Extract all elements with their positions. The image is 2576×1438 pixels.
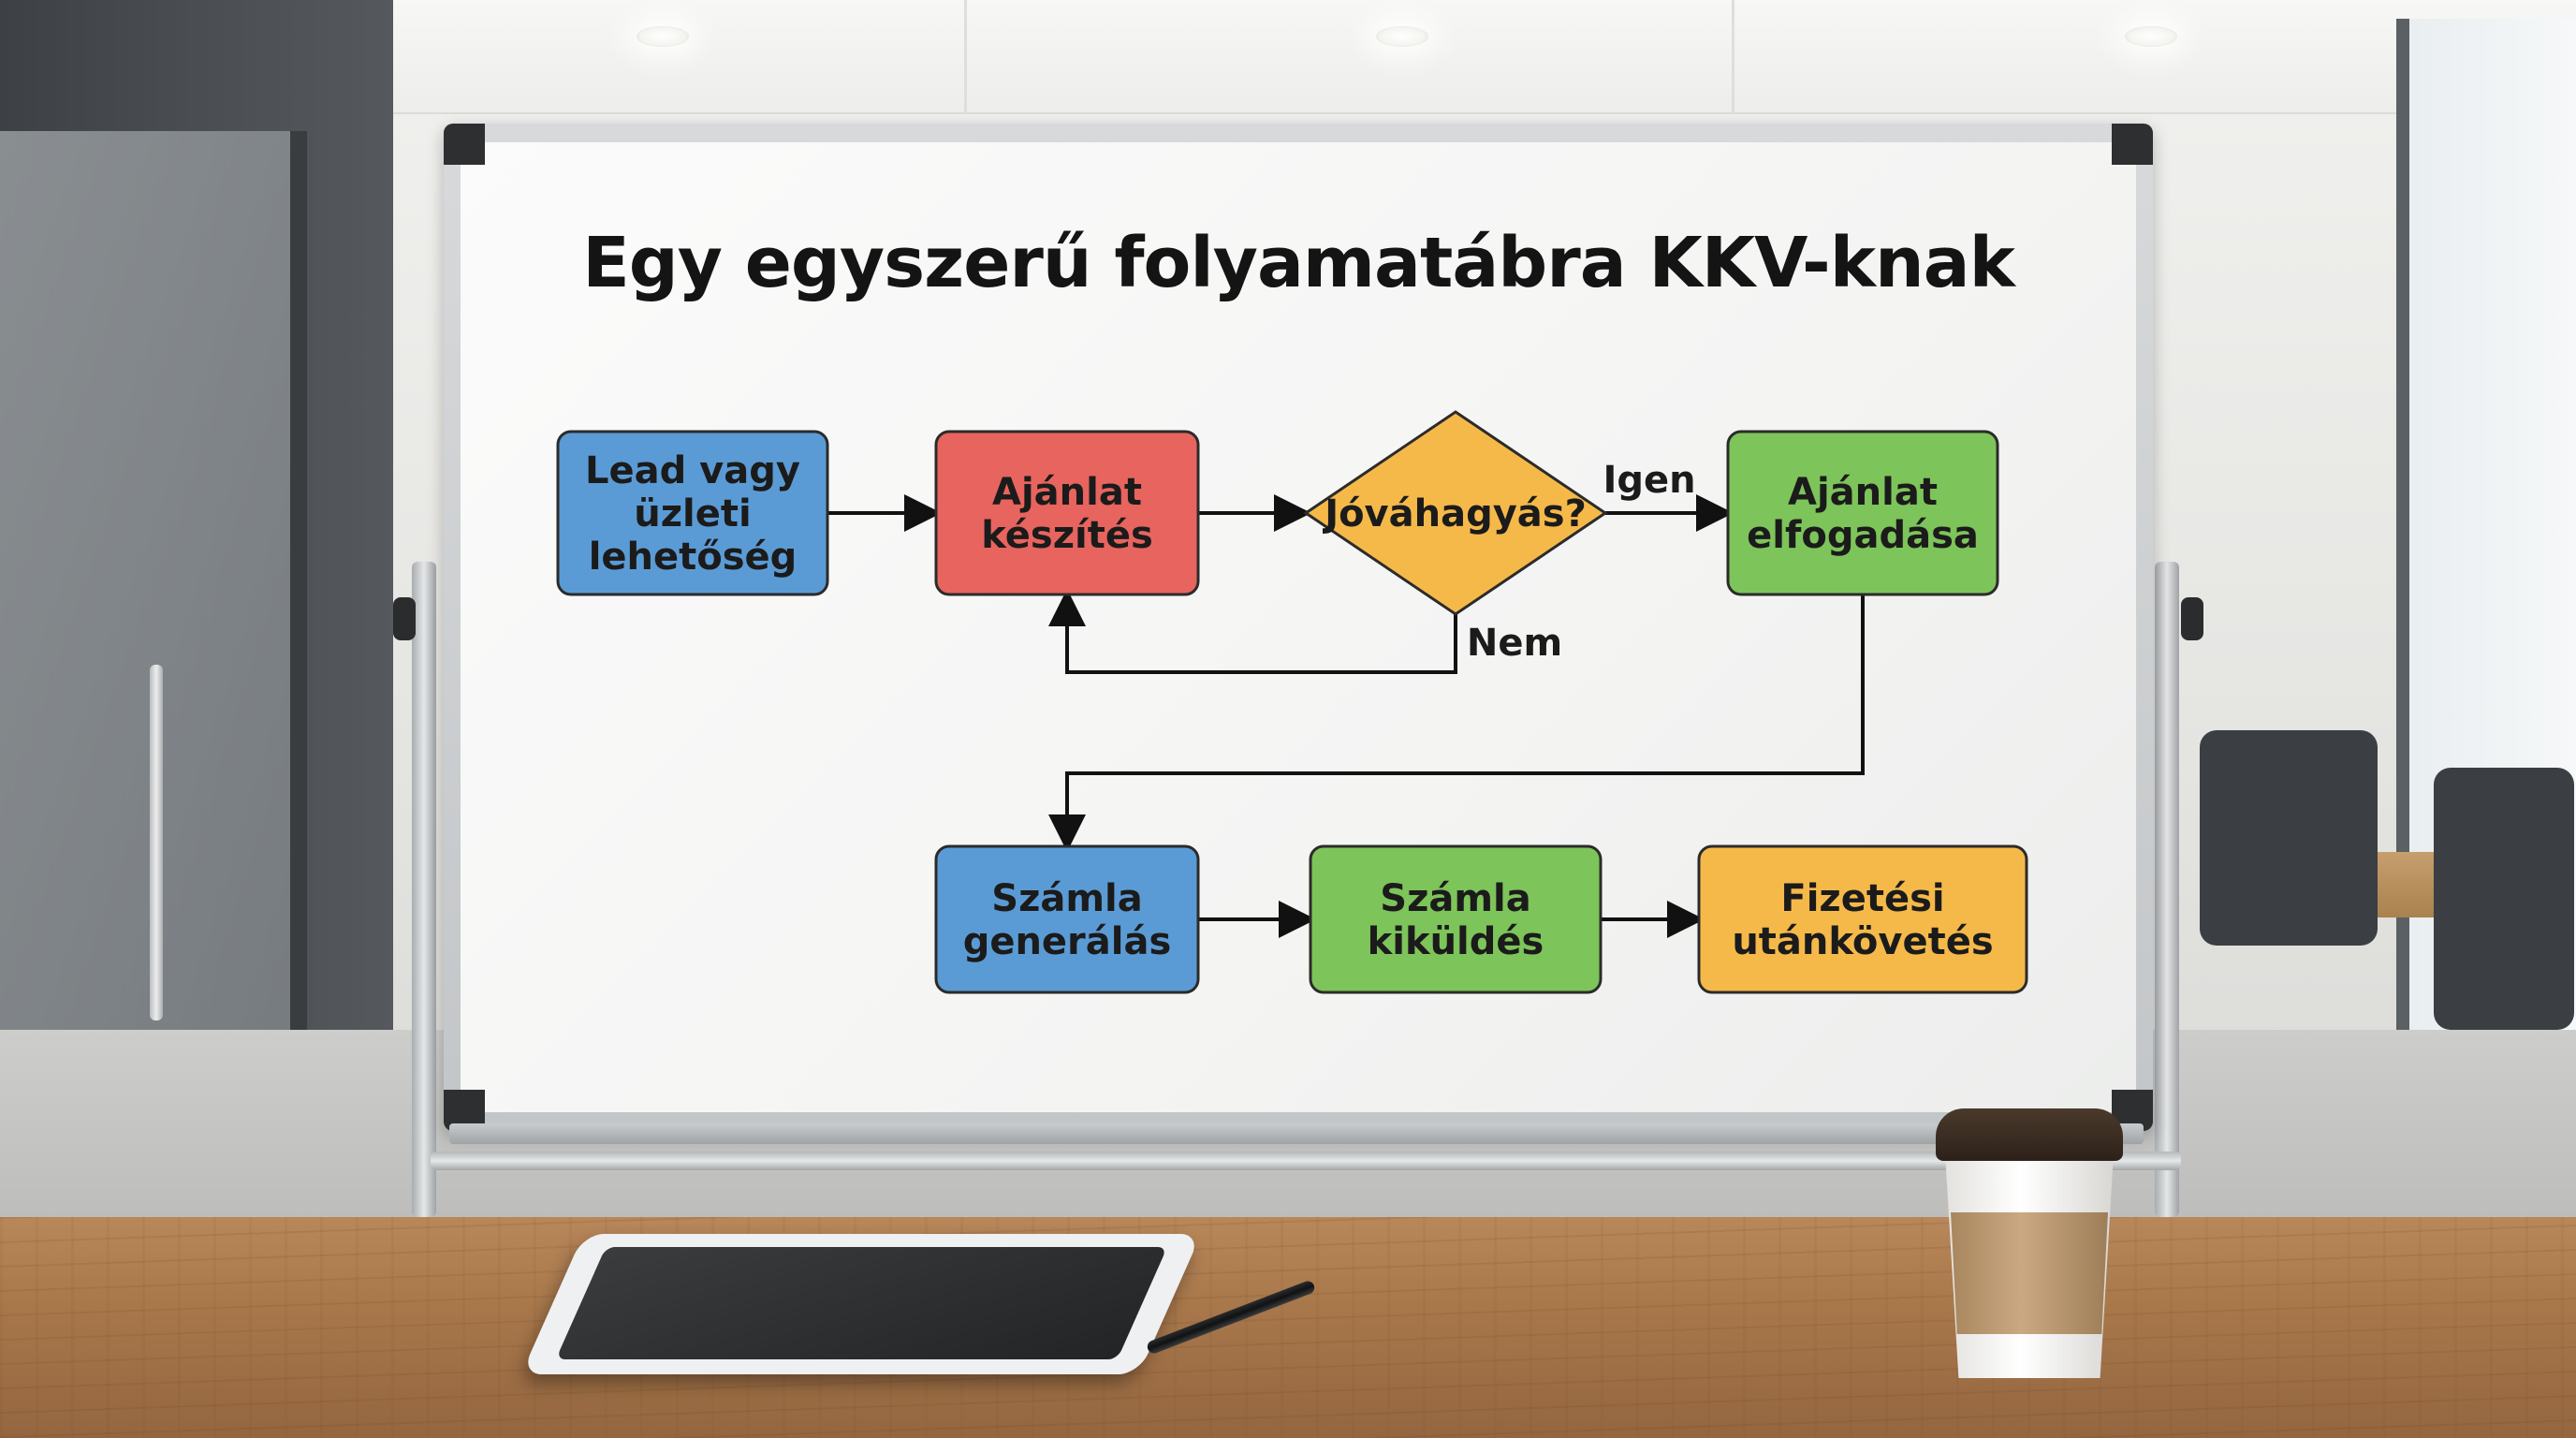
- office-chair: [2200, 730, 2378, 946]
- tablet: [520, 1234, 1202, 1374]
- process-box: [1697, 844, 2028, 994]
- node-label-line: Fizetési: [1780, 877, 1944, 920]
- edge-label-nem: Nem: [1467, 622, 1562, 665]
- node-label-line: Jóváhagyás?: [1322, 492, 1587, 536]
- ceiling-light: [1376, 26, 1428, 47]
- coffee-cup-sleeve: [1951, 1212, 2108, 1334]
- stand-leg-left: [412, 562, 436, 1217]
- edges-layer: [827, 494, 1865, 938]
- process-box: [556, 430, 829, 596]
- flow-edge-ajanlat-elfogadasa-to-szamla-generalas: [1048, 594, 1865, 852]
- wooden-desk: [0, 1217, 2576, 1438]
- node-label-line: Számla: [991, 877, 1142, 920]
- tablet-screen: [555, 1247, 1168, 1359]
- stand-leg-right: [2155, 562, 2179, 1217]
- office-chair: [2434, 768, 2574, 1030]
- edge-label-igen: Igen: [1603, 459, 1695, 502]
- node-label-line: lehetőség: [589, 536, 798, 579]
- door-handle: [150, 665, 163, 1020]
- node-label-line: kiküldés: [1368, 920, 1544, 963]
- stand-knob-right: [2181, 597, 2203, 640]
- node-label-line: Számla: [1380, 877, 1530, 920]
- frame-corner: [444, 124, 485, 165]
- flow-node-jovahagyas: Jóváhagyás?: [1303, 410, 1608, 616]
- node-label-line: Ajánlat: [1788, 471, 1938, 514]
- ceiling-seam: [1732, 0, 1734, 112]
- process-box: [934, 844, 1200, 994]
- process-box: [1726, 430, 1999, 596]
- node-label-line: utánkövetés: [1732, 920, 1993, 963]
- node-label-line: elfogadása: [1747, 514, 1979, 557]
- node-label-line: üzleti: [634, 492, 751, 536]
- node-label-line: Ajánlat: [992, 471, 1142, 514]
- node-label-line: generálás: [963, 920, 1172, 963]
- marker-tray: [449, 1123, 2144, 1144]
- decision-diamond: [1303, 410, 1608, 616]
- ceiling-light: [637, 26, 689, 47]
- frame-corner: [2112, 124, 2153, 165]
- process-box: [1309, 844, 1603, 994]
- node-label-line: Lead vagy: [585, 449, 800, 492]
- ceiling: [0, 0, 2576, 114]
- process-box: [934, 430, 1200, 596]
- flowchart-title: Egy egyszerű folyamatábra KKV-knak: [582, 223, 2015, 303]
- glass-door: [0, 131, 307, 1067]
- ceiling-light: [2125, 26, 2177, 47]
- coffee-cup-lid: [1936, 1108, 2123, 1161]
- node-label-line: készítés: [981, 514, 1153, 557]
- stand-knob-left: [393, 597, 416, 640]
- stand-crossbar: [431, 1152, 2181, 1170]
- flow-edge-jovahagyas-to-ajanlat-keszites: [1048, 589, 1457, 674]
- ceiling-seam: [964, 0, 967, 112]
